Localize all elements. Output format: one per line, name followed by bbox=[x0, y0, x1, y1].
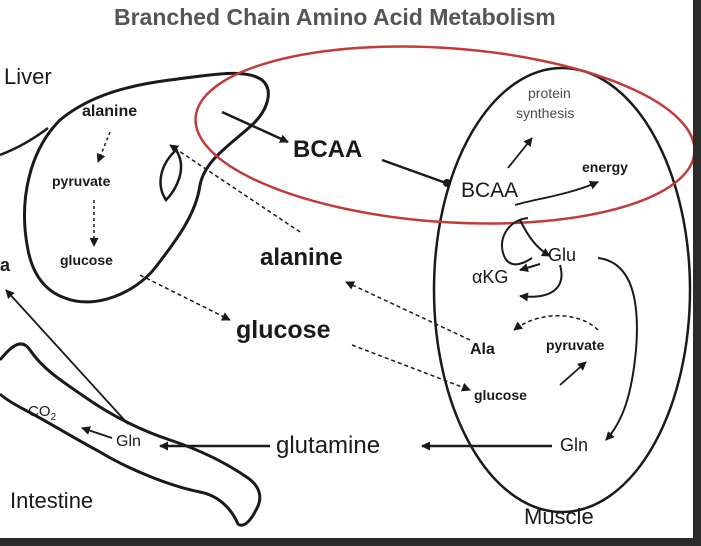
arrow-alanine-to-liver bbox=[169, 144, 301, 233]
muscle-protein-label: protein bbox=[528, 85, 571, 101]
liver-glucose-label: glucose bbox=[60, 252, 113, 268]
liver-lobe-fold bbox=[159, 148, 183, 202]
muscle-pyruvate-label: pyruvate bbox=[546, 337, 605, 353]
glucose-label: glucose bbox=[236, 316, 331, 344]
arrow-glu-to-gln bbox=[597, 257, 638, 441]
arrow-bcaa-to-energy bbox=[514, 181, 599, 206]
frame-right-edge bbox=[693, 0, 701, 546]
glutamine-label: glutamine bbox=[276, 432, 381, 459]
co2-text: CO bbox=[28, 403, 51, 420]
muscle-glucose-label: glucose bbox=[474, 387, 527, 403]
muscle-bcaa-label: BCAA bbox=[461, 179, 519, 202]
bcaa-highlight-ellipse bbox=[194, 45, 696, 225]
left-edge-fragment-label: a bbox=[0, 255, 11, 275]
arrow-glu-to-akg-short bbox=[519, 263, 541, 273]
muscle-outline bbox=[432, 66, 692, 514]
arrow-bcaa-to-muscle bbox=[381, 158, 447, 185]
region-label-intestine: Intestine bbox=[10, 488, 94, 513]
bcaa-label: BCAA bbox=[293, 136, 363, 163]
arrow-glucose-to-muscle-glucose bbox=[351, 344, 471, 392]
left-edge-stub bbox=[0, 127, 49, 157]
region-label-liver: Liver bbox=[4, 64, 52, 89]
arrow-liver-glucose-to-glucose bbox=[139, 274, 231, 321]
muscle-ala-label: Ala bbox=[470, 341, 495, 358]
arrow-liver-alanine-to-pyruvate bbox=[96, 131, 111, 163]
muscle-energy-label: energy bbox=[582, 159, 628, 175]
liver-pyruvate-label: pyruvate bbox=[52, 173, 111, 189]
intestine-outline bbox=[0, 342, 262, 527]
arrow-cycle-to-glu bbox=[519, 219, 551, 257]
co2-subscript: 2 bbox=[50, 412, 57, 423]
liver-alanine-label: alanine bbox=[82, 103, 138, 120]
arrow-pyruvate-to-ala bbox=[513, 315, 599, 331]
alanine-label: alanine bbox=[260, 244, 343, 271]
muscle-gln-label: Gln bbox=[560, 435, 589, 455]
region-label-muscle: Muscle bbox=[524, 504, 594, 529]
arrow-intestine-to-liver-edge bbox=[5, 289, 129, 425]
diagram-title: Branched Chain Amino Acid Metabolism bbox=[114, 4, 556, 30]
arrow-bcaa-to-protein-synthesis bbox=[507, 137, 533, 169]
muscle-synthesis-label: synthesis bbox=[516, 105, 575, 121]
arrow-glucose-to-pyruvate bbox=[559, 361, 587, 386]
arrow-akg-to-glu bbox=[500, 217, 533, 266]
intestine-co2-label: CO2 bbox=[28, 404, 56, 423]
frame-bottom-edge bbox=[0, 538, 701, 546]
arrow-gln-to-co2 bbox=[81, 426, 113, 439]
muscle-akg-label: αKG bbox=[472, 267, 509, 287]
muscle-entry-dot bbox=[443, 179, 451, 187]
intestine-gln-label: Gln bbox=[116, 433, 141, 450]
arrow-ala-to-alanine bbox=[345, 281, 471, 341]
muscle-glu-label: Glu bbox=[548, 245, 577, 265]
arrow-liver-to-bcaa bbox=[221, 110, 289, 144]
arrow-glu-to-akg bbox=[519, 264, 563, 302]
